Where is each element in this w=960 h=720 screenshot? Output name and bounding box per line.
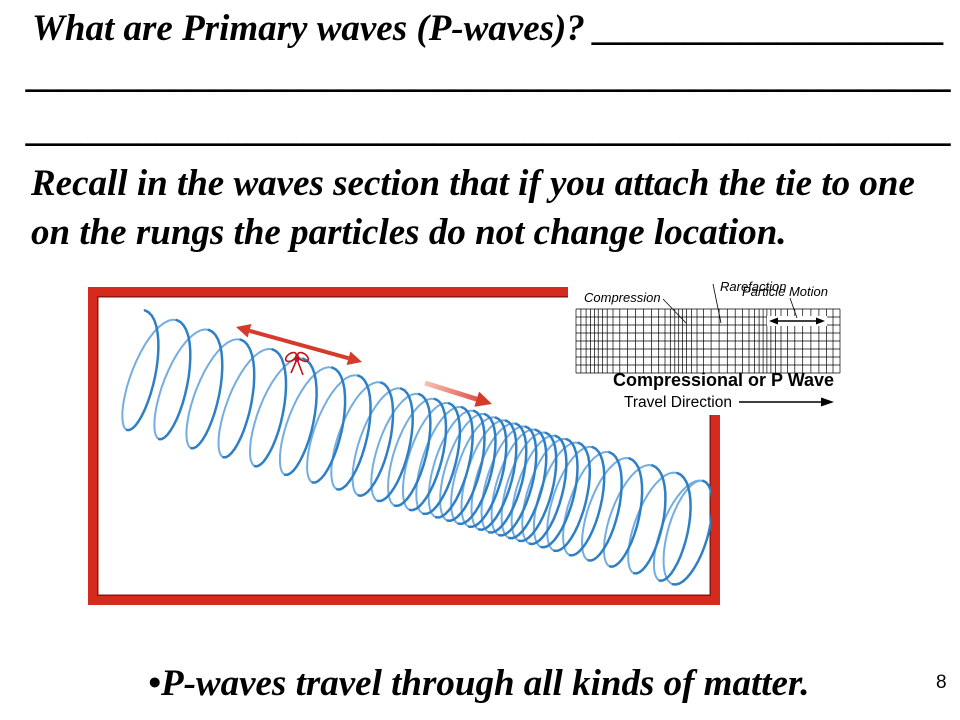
answer-blank-line-2: ________________________________________… [28,109,953,150]
page-number: 8 [936,672,947,693]
travel-direction-label: Travel Direction [624,394,732,411]
recall-line-1: Recall in the waves section that if you … [31,163,915,204]
p-wave-diagram: Rarefaction Compression Particle Motion … [568,268,850,415]
wave-arrow-head [474,391,492,407]
question-line: What are Primary waves (P-waves)? ______… [32,8,946,49]
bullet-glyph: • [148,663,161,704]
diagram-title: Compressional or P Wave [613,370,834,390]
compression-leader [662,298,687,324]
rarefaction-leader [712,283,722,324]
bullet-point: •P-waves travel through all kinds of mat… [148,664,810,704]
bullet-text: P-waves travel through all kinds of matt… [160,663,810,704]
tie-loop-left [284,351,298,363]
slinky-coil-front [125,309,711,586]
particle-motion-head-left [769,317,778,325]
double-arrow-head-left [236,324,252,338]
rarefaction-label: Rarefaction [720,279,786,294]
slinky-coil-back [121,318,705,586]
particle-motion-head-right [816,317,825,325]
tie-loop-right [296,351,310,363]
answer-blank-line-1: ________________________________________… [28,55,953,96]
tie-knot [294,356,300,362]
wave-direction-arrow-icon [424,380,492,407]
particle-motion-arrow-icon [769,317,825,325]
wave-arrow-shaft [424,380,478,402]
slinky-drawing [121,309,711,586]
particle-motion-label: Particle Motion [742,284,828,299]
recall-line-2: on the rungs the particles do not change… [31,212,787,253]
particle-motion-leader [789,297,798,319]
travel-direction-arrow-icon [739,397,834,407]
label-leader-lines [662,283,798,324]
travel-arrow-head [821,397,834,407]
oscillation-double-arrow-icon [236,324,362,365]
double-arrow-head-right [346,351,362,365]
double-arrow-shaft [248,328,350,361]
ribbon-tie-icon [284,351,310,376]
compression-label: Compression [584,290,661,305]
